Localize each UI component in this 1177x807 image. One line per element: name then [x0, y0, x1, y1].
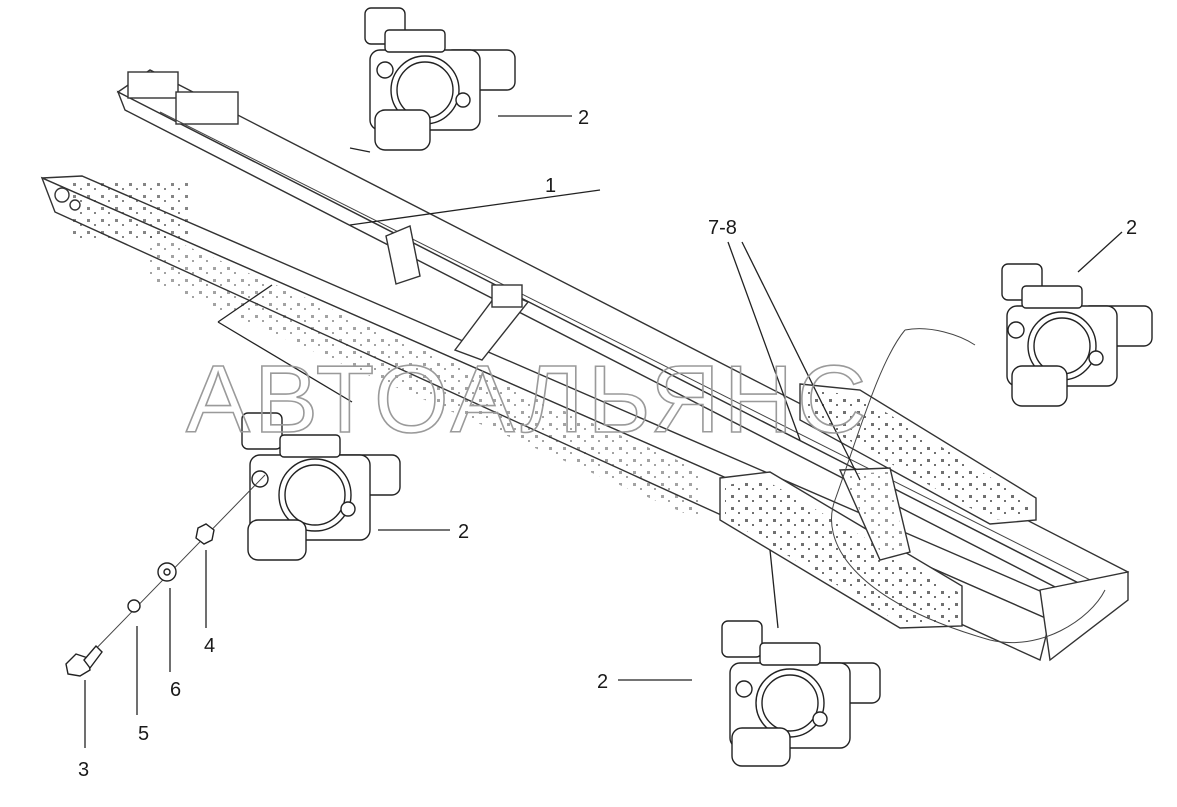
tank-unit-top	[364, 7, 516, 151]
callout-bolt: 3	[78, 759, 89, 781]
callout-tank-bottom: 2	[597, 671, 608, 693]
callout-tank-mid: 2	[458, 521, 469, 543]
callout-labels: 2 1 7-8 2 2 2 3 5 6 4	[78, 107, 1137, 781]
watermark-text: АВТОАЛЬЯНС	[186, 346, 870, 453]
rear-cross-member	[838, 467, 1129, 662]
nut	[195, 523, 215, 545]
rear-hose	[831, 329, 1106, 644]
washer-large	[157, 562, 177, 582]
front-cross-tube	[385, 225, 530, 361]
bolt	[65, 644, 103, 677]
tank-unit-mid	[241, 412, 401, 561]
leader-lines	[84, 115, 1123, 748]
tank-unit-right	[1001, 263, 1153, 407]
tank-unit-bottom	[721, 620, 881, 767]
fastener-chain	[65, 474, 266, 677]
chassis-frame	[40, 69, 1130, 662]
rear-mount-plate-lower	[719, 471, 963, 629]
callout-crossmember: 7-8	[708, 217, 737, 239]
callout-tank-top: 2	[578, 107, 589, 129]
washer-small	[127, 599, 141, 613]
callout-washer-small: 5	[138, 723, 149, 745]
callout-frame: 1	[545, 175, 556, 197]
callout-tank-right: 2	[1126, 217, 1137, 239]
callout-washer-large: 6	[170, 679, 181, 701]
callout-nut: 4	[204, 635, 215, 657]
rear-mount-plate-upper	[799, 383, 1037, 525]
